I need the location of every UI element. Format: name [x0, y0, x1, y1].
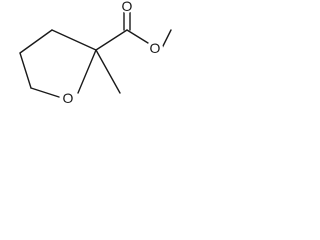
ring-oxygen-label: O [63, 90, 74, 106]
bond-ring-c4-c3 [19, 29, 53, 54]
bond-ester-oxygen-methyl [161, 29, 172, 49]
bond-c2-methyl [95, 49, 121, 94]
carbonyl-oxygen-label: O [122, 0, 133, 14]
bond-c2-carbonyl-carbon [95, 29, 128, 51]
ester-oxygen-label: O [150, 40, 161, 56]
structure-diagram: O O O [19, 0, 172, 106]
bond-carbonyl-ester-oxygen [126, 29, 149, 44]
bond-ring-c3-c2 [51, 29, 97, 51]
bond-ring-c2-o [77, 49, 97, 94]
bond-ring-o-c5 [30, 87, 60, 98]
carbonyl-oxygen-atom: O [120, 0, 134, 14]
bond-ring-c5-c4 [19, 52, 32, 89]
ester-oxygen-atom: O [147, 40, 163, 56]
ring-oxygen-atom: O [60, 90, 76, 106]
